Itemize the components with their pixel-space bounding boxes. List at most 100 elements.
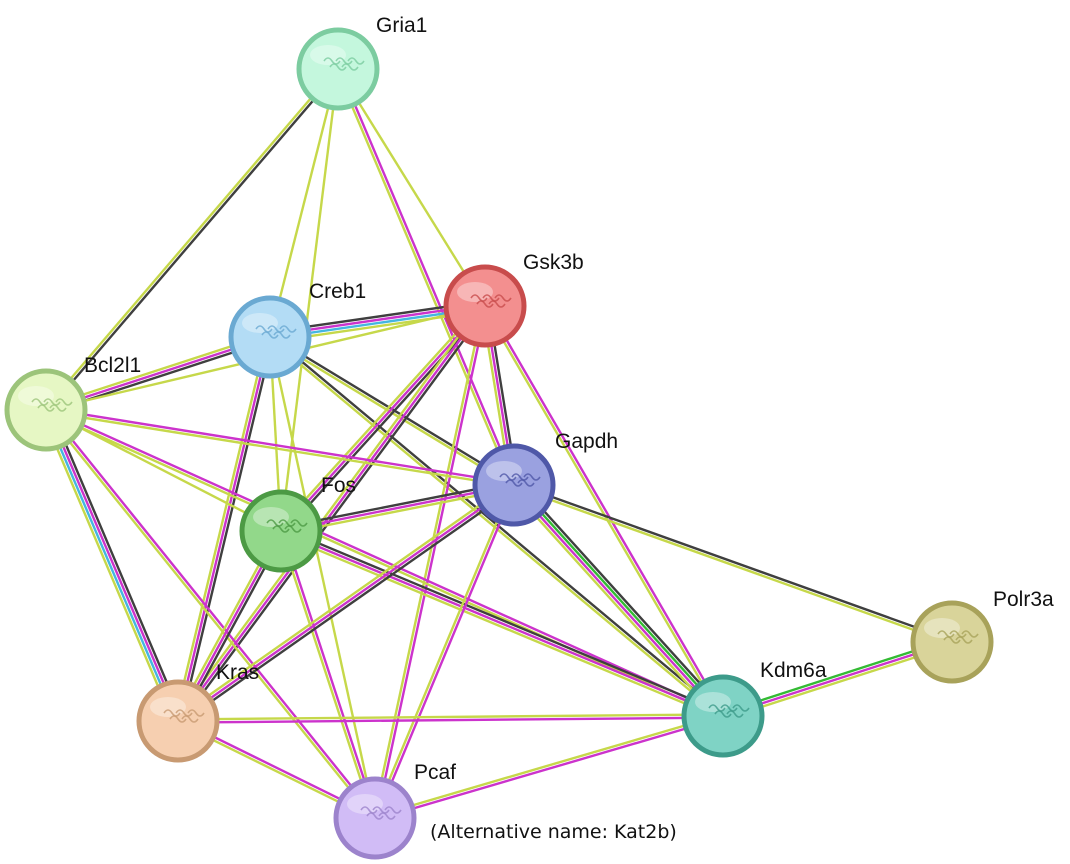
edge-gapdh-kdm6a (509, 480, 728, 721)
edge-line-yellow (374, 713, 723, 818)
edge-line-black (281, 526, 725, 715)
edge-gsk3b-kras (174, 303, 489, 724)
edge-line-yellow (513, 485, 952, 645)
node-circle-fos[interactable] (239, 489, 323, 573)
protein-structure-icon (255, 325, 297, 339)
edge-line-yellow (372, 305, 485, 818)
node-label-pcaf: Pcaf (414, 761, 456, 784)
edge-gsk3b-pcaf (372, 305, 488, 819)
node-highlight (18, 386, 54, 406)
edge-line-yellow (45, 410, 514, 488)
edge-line-yellow (174, 303, 484, 720)
edge-line-yellow (336, 68, 487, 307)
edge-line-black (516, 480, 728, 714)
edge-bcl2l1-gapdh (45, 407, 515, 488)
node-gria1[interactable] (296, 27, 380, 111)
edge-line-yellow (40, 411, 175, 724)
edge-line-black (270, 334, 516, 485)
edge-line-yellow (372, 483, 514, 818)
node-kdm6a[interactable] (681, 674, 765, 758)
edge-line-yellow (268, 336, 377, 819)
protein-structure-icon (360, 806, 402, 820)
edge-fos-kdm6a (279, 526, 725, 721)
edge-line-yellow (279, 532, 723, 721)
edge-line-magenta (46, 408, 181, 721)
node-creb1[interactable] (228, 295, 312, 379)
edge-line-magenta (177, 305, 486, 722)
node-label-gria1: Gria1 (376, 14, 427, 37)
edge-line-black (270, 334, 725, 716)
edge-line-magenta (375, 716, 724, 821)
node-highlight (695, 692, 731, 712)
edge-kdm6a-kras (177, 713, 724, 724)
edge-gapdh-pcaf (372, 483, 517, 820)
node-kras[interactable] (136, 679, 220, 763)
node-circle-gria1[interactable] (296, 27, 380, 111)
node-highlight (486, 461, 522, 481)
node-highlight (253, 507, 289, 527)
edge-line-magenta (178, 716, 724, 724)
node-label-gapdh: Gapdh (555, 430, 618, 453)
edge-creb1-gapdh (268, 334, 516, 488)
edge-line-magenta (485, 304, 726, 716)
edge-line-yellow (278, 531, 375, 819)
edge-bcl2l1-kras (40, 407, 184, 724)
edge-line-yellow (175, 481, 513, 720)
edge-gsk3b-fos (277, 303, 489, 534)
protein-structure-icon (708, 704, 750, 718)
node-circle-creb1[interactable] (228, 295, 312, 379)
node-bcl2l1[interactable] (4, 368, 88, 452)
edge-line-black (179, 337, 275, 723)
node-polr3a[interactable] (910, 600, 994, 684)
node-circle-gapdh[interactable] (472, 443, 556, 527)
node-label-polr3a: Polr3a (993, 588, 1054, 611)
edge-line-magenta (511, 485, 723, 718)
node-pcaf[interactable] (333, 776, 417, 860)
protein-structure-icon (470, 294, 512, 308)
edge-line-yellow (173, 335, 269, 721)
edge-creb1-kras (173, 335, 275, 723)
node-label-kdm6a: Kdm6a (760, 659, 827, 682)
edge-line-magenta (177, 484, 515, 722)
node-gsk3b[interactable] (443, 264, 527, 348)
edge-line-magenta (281, 530, 378, 818)
edge-kdm6a-pcaf (374, 713, 724, 821)
protein-structure-icon (937, 630, 979, 644)
edge-gapdh-polr3a (513, 482, 953, 645)
edge-line-yellow (279, 68, 340, 532)
edge-line-yellow (43, 67, 338, 410)
edge-line-black (49, 407, 184, 720)
edge-line-magenta (280, 529, 724, 718)
protein-structure-icon (266, 519, 308, 533)
edge-line-magenta (46, 407, 725, 716)
node-circle-kdm6a[interactable] (681, 674, 765, 758)
node-label-kras: Kras (216, 661, 259, 684)
node-circle-pcaf[interactable] (333, 776, 417, 860)
node-highlight (310, 45, 346, 65)
protein-structure-icon (163, 709, 205, 723)
node-highlight (347, 794, 383, 814)
edge-gria1-fos (279, 68, 340, 532)
node-highlight (924, 618, 960, 638)
alternative-name-note: (Alternative name: Kat2b) (430, 821, 677, 843)
node-gapdh[interactable] (472, 443, 556, 527)
edge-line-magenta (375, 485, 517, 820)
edge-line-magenta (338, 67, 517, 485)
edge-line-yellow (268, 337, 514, 488)
label-layer: Gria1 Gsk3b Creb1 Bcl2l1 Gapdh Fos Polr3… (84, 14, 1054, 843)
node-circle-gsk3b[interactable] (443, 264, 527, 348)
edge-line-black (514, 482, 953, 642)
node-highlight (242, 313, 278, 333)
node-layer (4, 27, 994, 860)
node-fos[interactable] (239, 489, 323, 573)
edge-bcl2l1-kdm6a (44, 407, 725, 719)
node-circle-bcl2l1[interactable] (4, 368, 88, 452)
node-circle-polr3a[interactable] (910, 600, 994, 684)
node-circle-kras[interactable] (136, 679, 220, 763)
edge-line-magenta (280, 305, 486, 532)
edge-bcl2l1-pcaf (43, 408, 378, 820)
node-highlight (150, 697, 186, 717)
edge-line-yellow (177, 713, 723, 721)
edge-fos-pcaf (278, 530, 378, 819)
edge-gapdh-kras (175, 481, 517, 725)
